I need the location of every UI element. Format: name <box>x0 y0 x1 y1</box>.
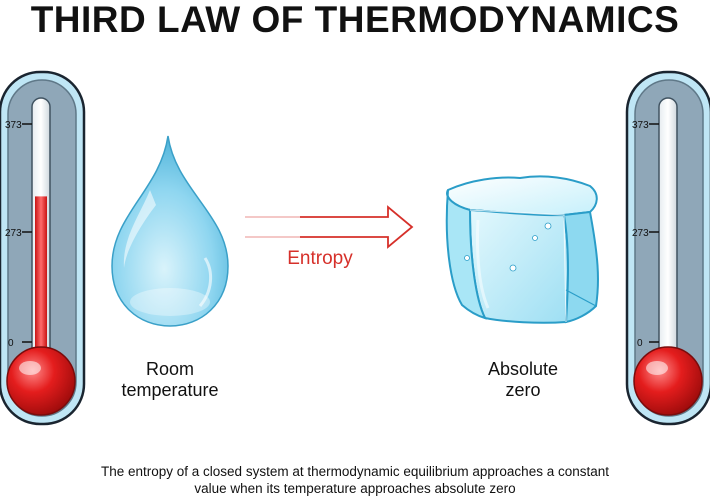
caption-line-2: value when its temperature approaches ab… <box>194 481 516 496</box>
absolute-label-line-1: Absolute <box>487 359 559 379</box>
tick-label-273-left: 273 <box>5 228 22 239</box>
thermometer-bulb-right <box>633 346 703 416</box>
caption: The entropy of a closed system at thermo… <box>40 463 670 497</box>
entropy-label: Entropy <box>287 248 353 269</box>
room-label-line-1: Room <box>145 359 194 379</box>
thermometer-right: 373 273 0 <box>625 70 710 426</box>
mercury-column-left <box>35 196 47 368</box>
tick-label-373-left: 373 <box>5 120 22 131</box>
tick-label-0-right: 0 <box>637 338 643 349</box>
absolute-label-line-2: zero <box>505 380 541 400</box>
tick-label-373-right: 373 <box>632 120 649 131</box>
caption-line-1: The entropy of a closed system at thermo… <box>100 464 609 479</box>
scale-ticks-left <box>22 123 32 343</box>
absolute-zero-label: Absolute zero <box>448 359 598 401</box>
room-label-line-2: temperature <box>121 380 219 400</box>
page-title: THIRD LAW OF THERMODYNAMICS <box>30 0 680 40</box>
room-temperature-label: Room temperature <box>95 359 245 401</box>
entropy-arrow-icon <box>245 205 414 249</box>
thermometer-left: 373 273 0 <box>0 70 86 426</box>
tick-label-0-left: 0 <box>8 338 14 349</box>
ice-cube-icon <box>445 175 599 324</box>
scale-ticks-right <box>649 123 659 343</box>
tick-label-273-right: 273 <box>632 228 649 239</box>
water-drop-icon <box>111 135 229 327</box>
thermometer-bulb-left <box>6 346 76 416</box>
